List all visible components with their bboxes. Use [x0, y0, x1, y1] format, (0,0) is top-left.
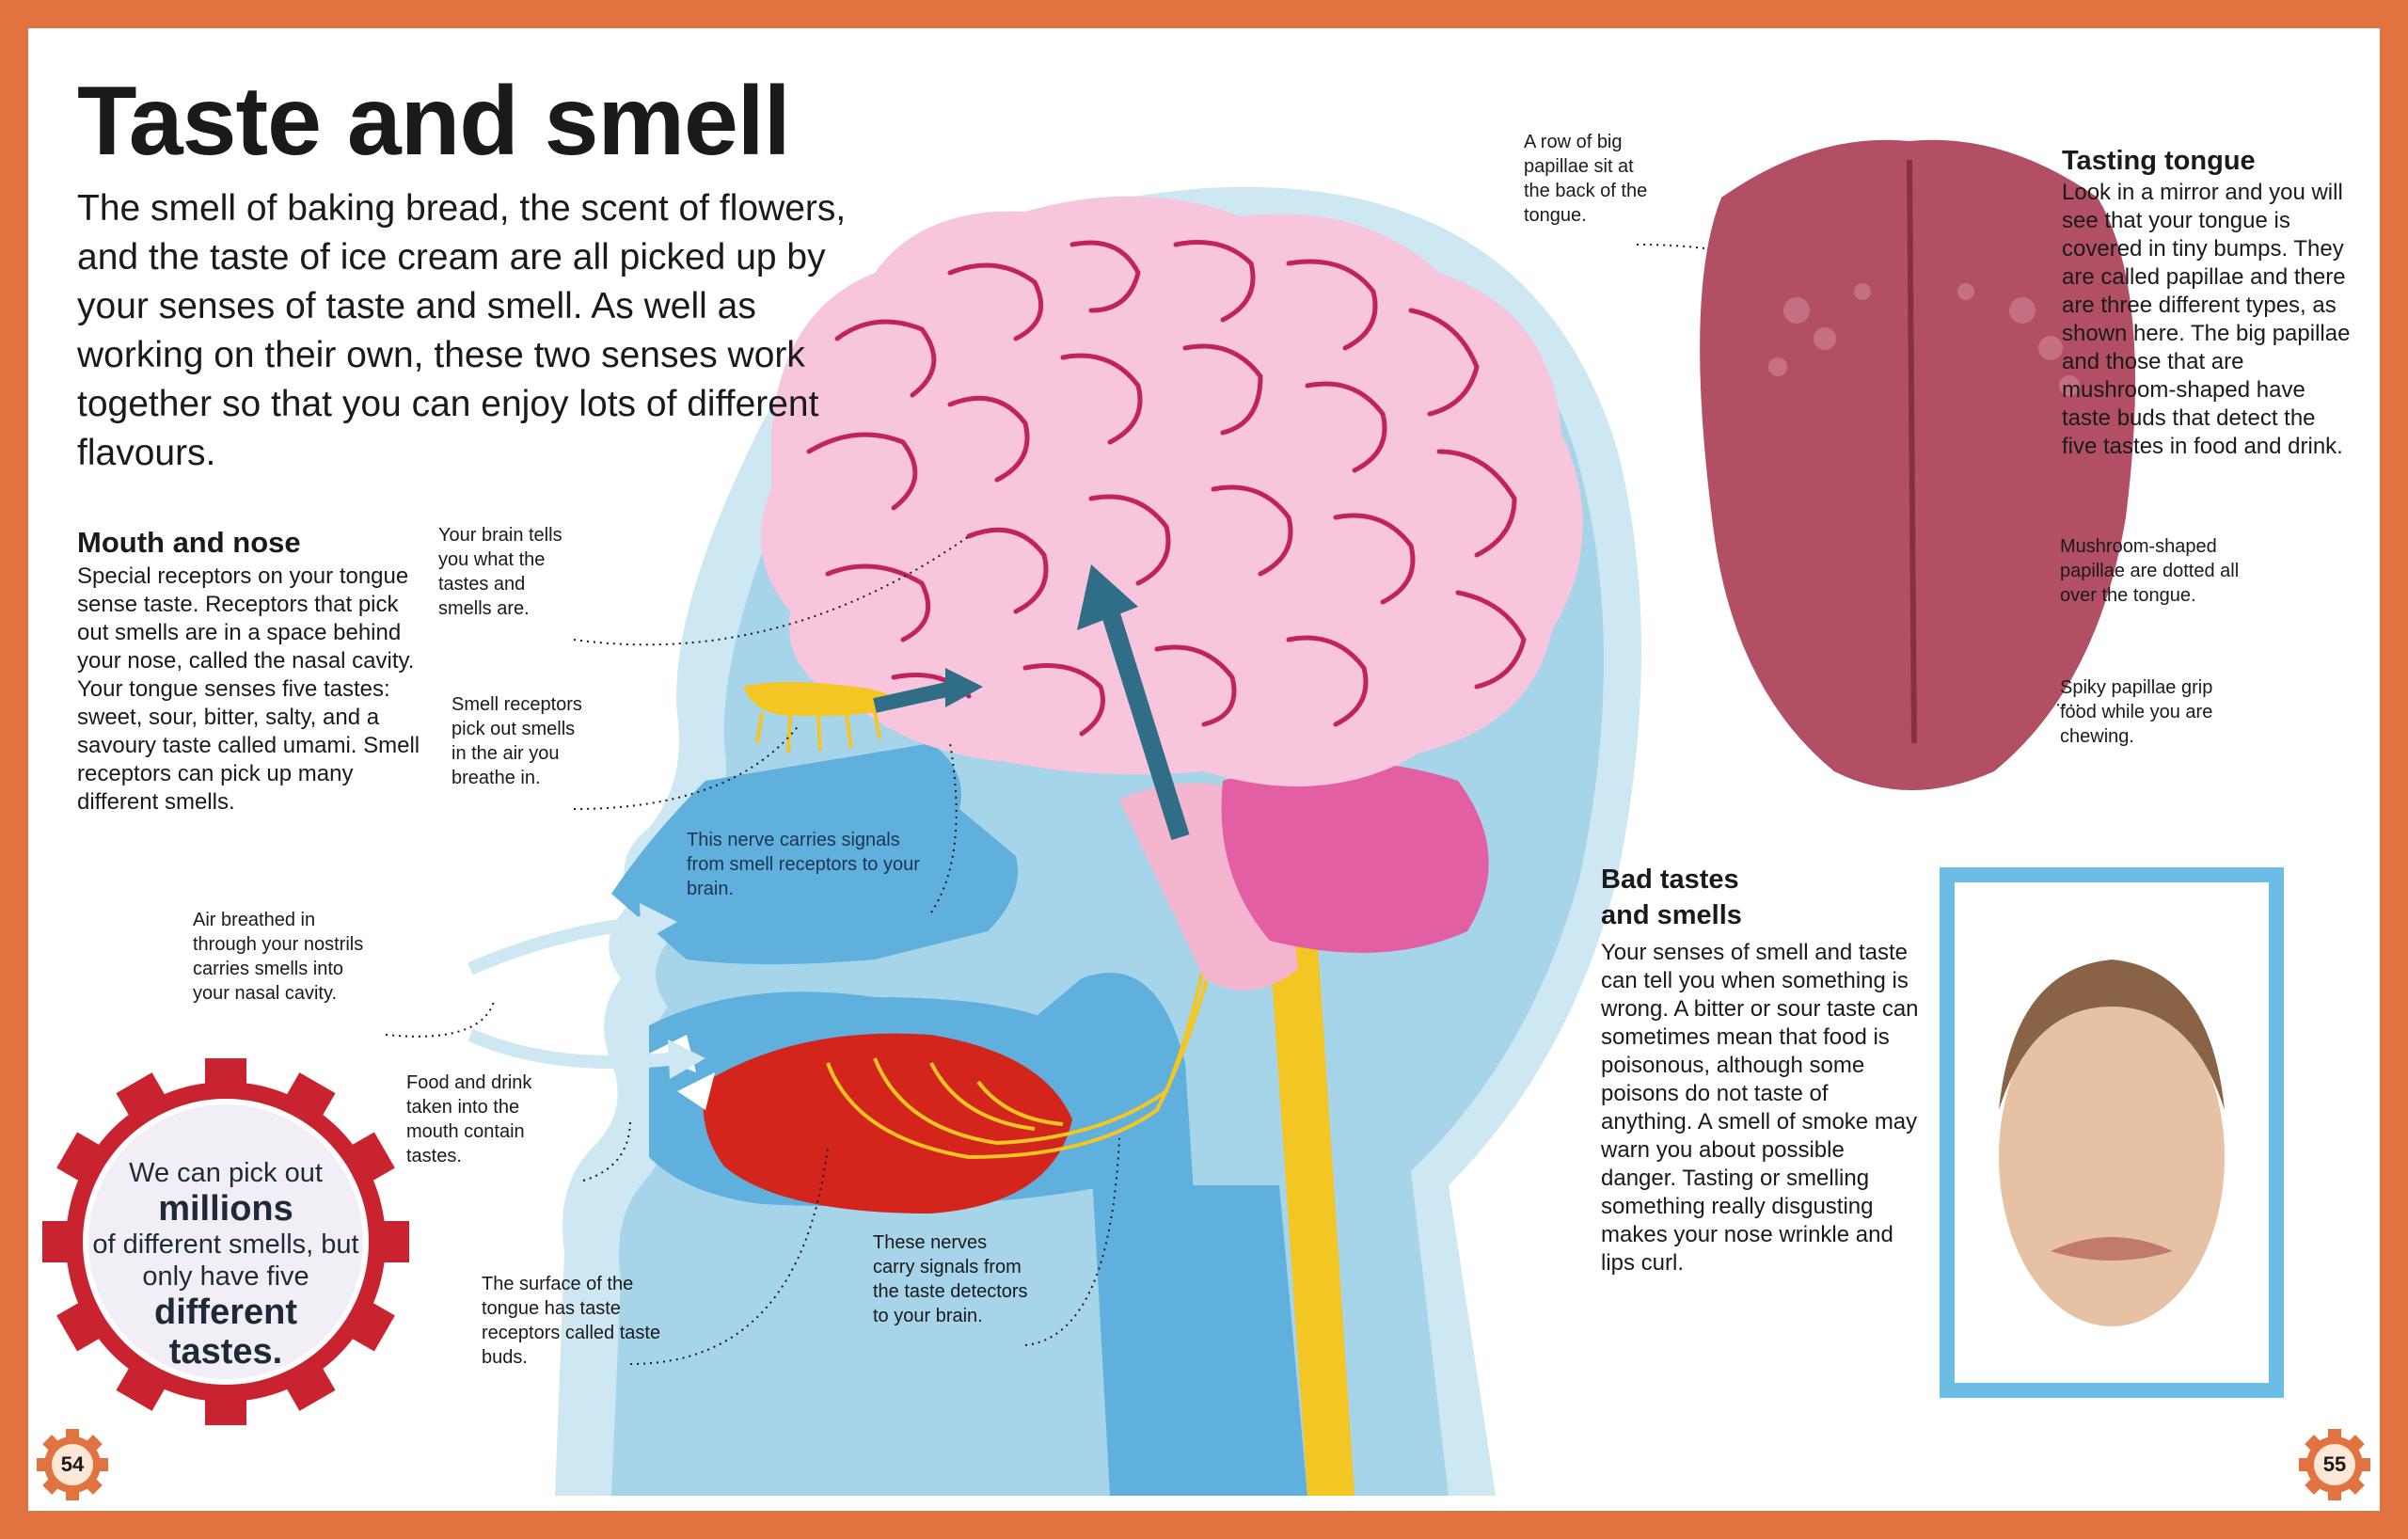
- brain: [760, 196, 1583, 786]
- gear-fact: We can pick out millions of different sm…: [85, 1157, 367, 1372]
- esophagus: [1157, 1185, 1307, 1496]
- book-spread: Taste and smell The smell of baking brea…: [28, 28, 2380, 1511]
- label-mushroom-papillae: Mushroom-shaped papillae are dotted all …: [2060, 536, 2240, 606]
- label-food: Food and drink taken into the mouth cont…: [406, 1072, 532, 1166]
- tasting-tongue-heading: Tasting tongue: [2062, 146, 2256, 176]
- tasting-tongue-body: Look in a mirror and you will see that y…: [2062, 180, 2351, 459]
- bad-tastes-body: Your senses of smell and taste can tell …: [1601, 940, 1919, 1276]
- brain-folds: [806, 240, 1527, 737]
- bad-tastes-heading: Bad tastes and smells: [1601, 865, 1742, 930]
- gear-line-5: tastes.: [168, 1332, 283, 1372]
- face-photo: [1999, 988, 2225, 1326]
- mouth-nose-heading: Mouth and nose: [77, 526, 301, 559]
- air-arrow-lower: [467, 1028, 678, 1070]
- label-air: Air breathed in through your nostrils ca…: [193, 910, 364, 1004]
- gear-line-2: millions: [158, 1189, 293, 1229]
- gear-line-1: We can pick out: [129, 1158, 323, 1188]
- label-nerves: These nerves carry signals from the tast…: [873, 1232, 1028, 1326]
- gear-line-4: different: [154, 1293, 297, 1332]
- tongue-illustration: [703, 1033, 1072, 1214]
- label-taste-buds: The surface of the tongue has taste rece…: [482, 1274, 661, 1368]
- cerebellum: [1221, 762, 1489, 953]
- taste-signal-arrow: [1101, 609, 1190, 840]
- label-nerve: This nerve carries signals from smell re…: [687, 830, 920, 899]
- intro-text: The smell of baking bread, the scent of …: [77, 188, 847, 473]
- label-brain: Your brain tells you what the tastes and…: [438, 525, 562, 619]
- air-arrow-upper: [467, 915, 650, 976]
- page-number-left: 54: [60, 1452, 85, 1476]
- gear-line-3: of different smells, but only have five: [92, 1230, 359, 1292]
- label-big-papillae: A row of big papillae sit at the back of…: [1524, 132, 1648, 226]
- page-number-right: 55: [2322, 1452, 2347, 1476]
- mouth-nose-body: Special receptors on your tongue sense t…: [77, 563, 420, 815]
- page-number-left-gear: [37, 1429, 108, 1500]
- smell-receptor-pad: [743, 682, 903, 717]
- spinal-cord: [1270, 931, 1354, 1496]
- airway: [1025, 973, 1213, 1496]
- label-spiky-papillae: Spiky papillae grip food while you are c…: [2060, 677, 2213, 747]
- page-number-right-gear: [2299, 1429, 2370, 1500]
- label-smell-receptors: Smell receptors pick out smells in the a…: [452, 694, 582, 788]
- head-cross-section-illustration: [37, 139, 2370, 1500]
- smell-receptor-hairs: [755, 710, 881, 754]
- nasal-cavity: [611, 743, 1018, 964]
- fact-gear: [42, 1058, 409, 1425]
- page-title: Taste and smell: [77, 67, 791, 176]
